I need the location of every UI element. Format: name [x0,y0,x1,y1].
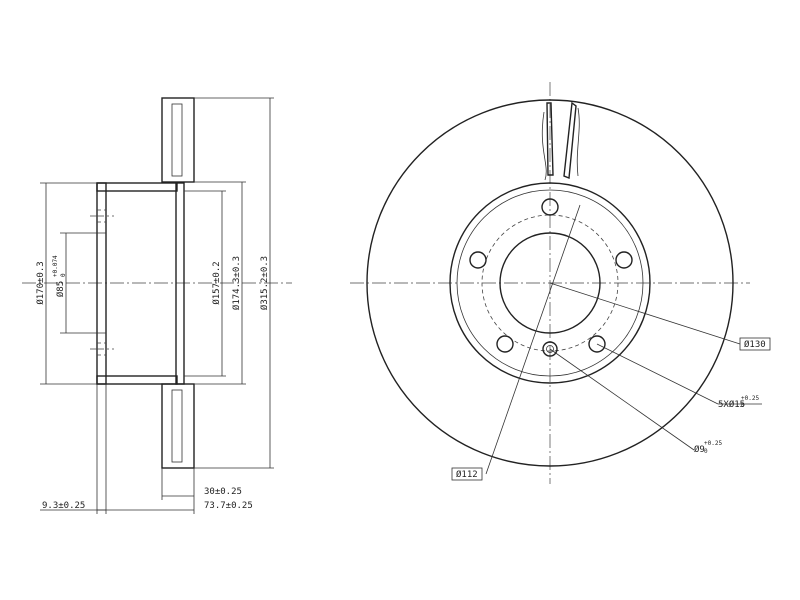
dim-d157-label: Ø157±0.2 [211,261,222,304]
break-line-2 [576,107,580,177]
dim-d315-label: Ø315.2±0.3 [259,256,270,310]
hat-wall-upper [96,182,178,192]
side-section-view: Ø170±0.3 Ø85 +0.074 0 Ø157±0.2 Ø174.3±0.… [22,97,292,514]
vent-gap-lower [171,389,183,463]
label-d9-tol-lower: 0 [704,448,708,455]
bolt-circle [481,214,619,352]
dim-d85-group: Ø85 +0.074 0 [52,255,67,297]
leader-d130 [549,282,741,345]
vent-slot-right [563,101,577,179]
break-line [541,111,547,181]
hat-mounting-face [96,182,107,385]
dim-height-label: 73.7±0.25 [204,501,253,511]
hat-inner-edge [456,189,644,377]
label-holes-tol-upper: +0.25 [741,395,759,402]
dim-d85-label: Ø85 [55,281,66,297]
label-d9-tol-upper: +0.25 [704,440,722,447]
leader-d9 [549,348,695,451]
dim-d85-tol-upper: +0.074 [52,255,59,277]
pin-hole-inner [546,345,554,353]
pin-hole [542,341,558,357]
leader-d112 [485,204,581,475]
center-bore [499,232,601,334]
vent-slot-left [546,102,554,176]
dim-d170-label: Ø170±0.3 [35,261,46,304]
bolt-hole-1 [541,198,559,216]
front-view: Ø130 5XØ15 +0.25 0 Ø9 +0.25 0 Ø112 [350,82,771,484]
bolt-hole-4 [496,335,514,353]
disc-outer-edge [366,99,734,467]
dim-thickness-label: 30±0.25 [204,487,242,497]
bolt-hole-3 [588,335,606,353]
vent-gap-upper [171,103,183,177]
label-holes-tol-lower: 0 [741,402,745,409]
label-holes: 5XØ15 [718,399,745,410]
label-d112-box [451,467,483,481]
dim-hat-label: 9.3±0.25 [42,501,85,511]
dim-d174-label: Ø174.3±0.3 [231,256,242,310]
hat-wall-lower [96,375,178,385]
hat-inner-cylinder [175,182,185,385]
label-d130: Ø130 [744,339,766,350]
bolt-hole-5 [469,251,487,269]
label-d112: Ø112 [456,469,478,480]
label-d9: Ø9 [694,444,705,455]
friction-ring-lower-section [161,383,195,469]
hat-outer-edge [449,182,651,384]
dim-d85-tol-lower: 0 [60,273,67,277]
label-d130-box [739,337,771,351]
friction-ring-upper-section [161,97,195,183]
leader-holes [596,343,719,405]
bolt-hole-2 [615,251,633,269]
